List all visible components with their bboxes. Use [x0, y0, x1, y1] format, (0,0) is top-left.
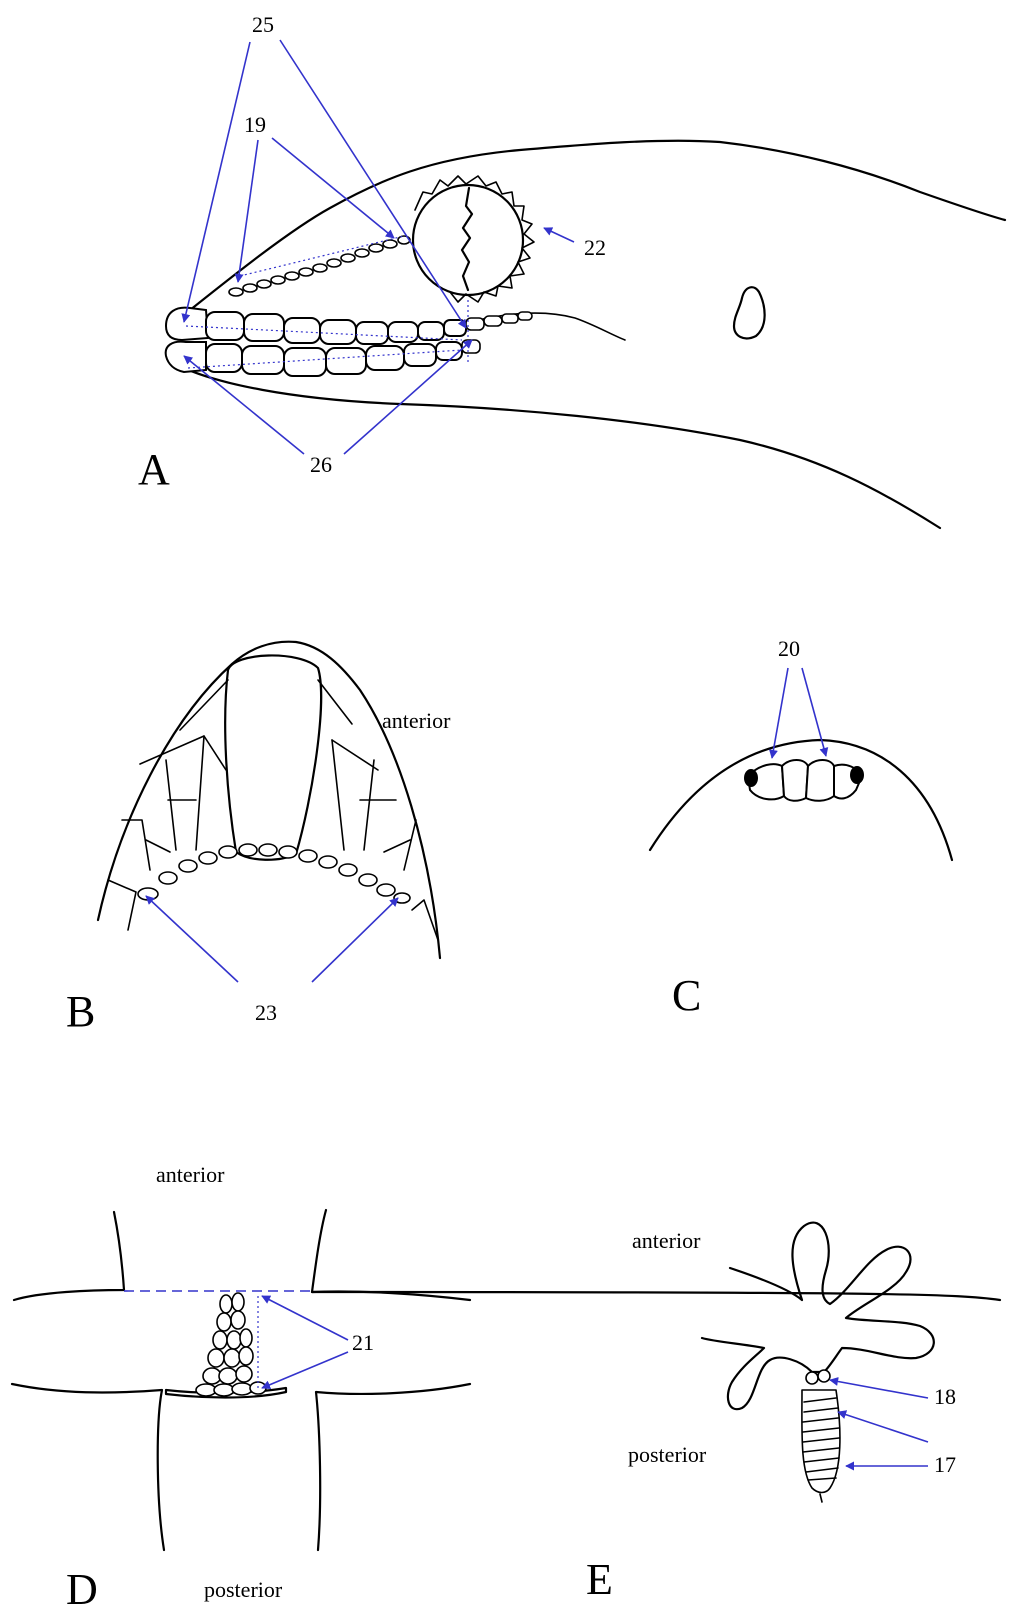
panel-b-chin-ventral: 23 anterior B [66, 642, 451, 1036]
eye [413, 176, 534, 302]
label-19: 19 [244, 112, 266, 137]
label-17: 17 [934, 1452, 956, 1477]
pointer-23-b [312, 898, 398, 982]
right-thigh-upper [312, 1210, 1000, 1300]
label-18: 18 [934, 1384, 956, 1409]
head-lower-outline [168, 360, 940, 528]
upper-labial-scales [166, 308, 532, 344]
label-posterior-e: posterior [628, 1442, 707, 1467]
nostril-right [850, 766, 864, 784]
left-thigh-lower [12, 1384, 164, 1550]
subdigital-lamellae [802, 1370, 840, 1502]
gular-small-scale-row [138, 844, 410, 903]
panel-d-precloacal-ventral: 21 anterior posterior D [12, 1162, 1000, 1611]
label-posterior-d: posterior [204, 1577, 283, 1602]
pointer-19-a [238, 140, 258, 282]
panel-a-head-lateral: 25 19 22 26 A [138, 12, 1005, 528]
panel-letter-c: C [672, 971, 701, 1020]
pointer-17-a [838, 1412, 928, 1442]
panel-c-snout-front: 20 C [650, 636, 952, 1020]
label-20: 20 [778, 636, 800, 661]
pointer-20-b [802, 668, 826, 756]
precloacal-scale-patch [196, 1293, 266, 1396]
pointer-18 [830, 1380, 928, 1398]
pupil-slit [462, 188, 472, 290]
panel-letter-a: A [138, 445, 170, 494]
supralabial-small-scale-row [229, 236, 410, 296]
label-25: 25 [252, 12, 274, 37]
pointer-23-a [146, 896, 238, 982]
pointer-21-a [262, 1296, 348, 1340]
label-anterior-e: anterior [632, 1228, 701, 1253]
right-thigh-lower [316, 1384, 470, 1550]
label-26: 26 [310, 452, 332, 477]
pointer-22 [544, 228, 574, 242]
panel-letter-b: B [66, 987, 95, 1036]
panel-letter-d: D [66, 1565, 98, 1611]
pointer-25-a [184, 42, 250, 322]
panel-letter-e: E [586, 1555, 613, 1604]
mental-scale [225, 655, 321, 859]
pointer-21-b [262, 1352, 348, 1388]
label-23: 23 [255, 1000, 277, 1025]
left-thigh-upper [14, 1212, 124, 1300]
panel-e-foot-ventral: 18 17 anterior posterior E [586, 1223, 956, 1604]
lower-labial-scales [166, 340, 480, 376]
label-22: 22 [584, 235, 606, 260]
label-21: 21 [352, 1330, 374, 1355]
nostril-left [744, 769, 758, 787]
head-upper-outline [180, 141, 1005, 318]
rostral-scales [748, 760, 862, 801]
label-anterior-d: anterior [156, 1162, 225, 1187]
label-anterior-b: anterior [382, 708, 451, 733]
ear-opening [734, 287, 765, 338]
